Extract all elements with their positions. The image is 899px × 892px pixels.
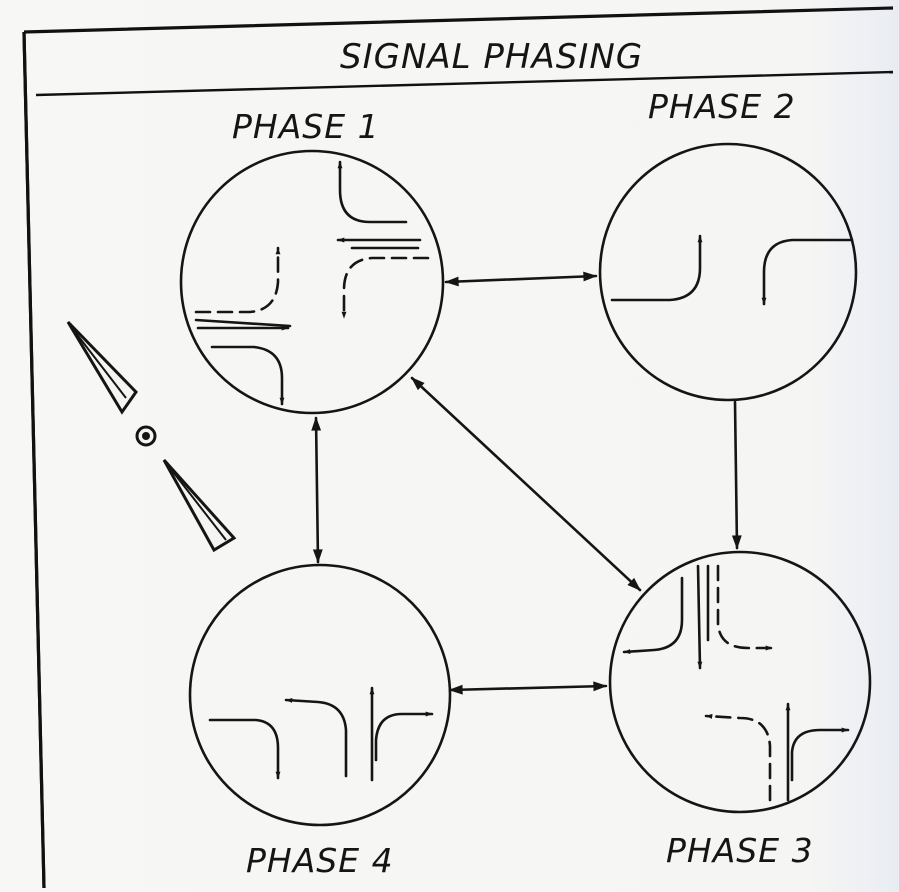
phase-1-label: PHASE 1: [232, 107, 380, 146]
phase-1-movements: [194, 160, 430, 406]
frame: [22, 6, 894, 889]
north-arrow-icon: [66, 320, 237, 553]
title-divider: [35, 70, 894, 97]
phase-4-movements: [208, 686, 434, 782]
phase-2-circle: [598, 142, 858, 402]
phase-3-movements: [622, 564, 850, 802]
phase-3-label: PHASE 3: [666, 831, 814, 870]
arrow-phase1-phase4: [311, 416, 323, 564]
diagram-title: SIGNAL PHASING: [340, 37, 643, 77]
arrow-phase1-phase3: [410, 376, 642, 592]
phase-4-label: PHASE 4: [246, 841, 394, 880]
phase-transitions: [311, 271, 742, 695]
phase-4-circle: [188, 563, 452, 827]
arrow-phase1-phase2: [444, 271, 598, 287]
phase-2-label: PHASE 2: [648, 87, 796, 126]
phase-1-circle: [179, 149, 445, 415]
phase-3-circle: [608, 550, 872, 814]
arrow-phase4-phase3: [448, 681, 608, 695]
phase-2-movements: [610, 234, 854, 306]
arrow-phase2-phase3: [731, 400, 742, 550]
